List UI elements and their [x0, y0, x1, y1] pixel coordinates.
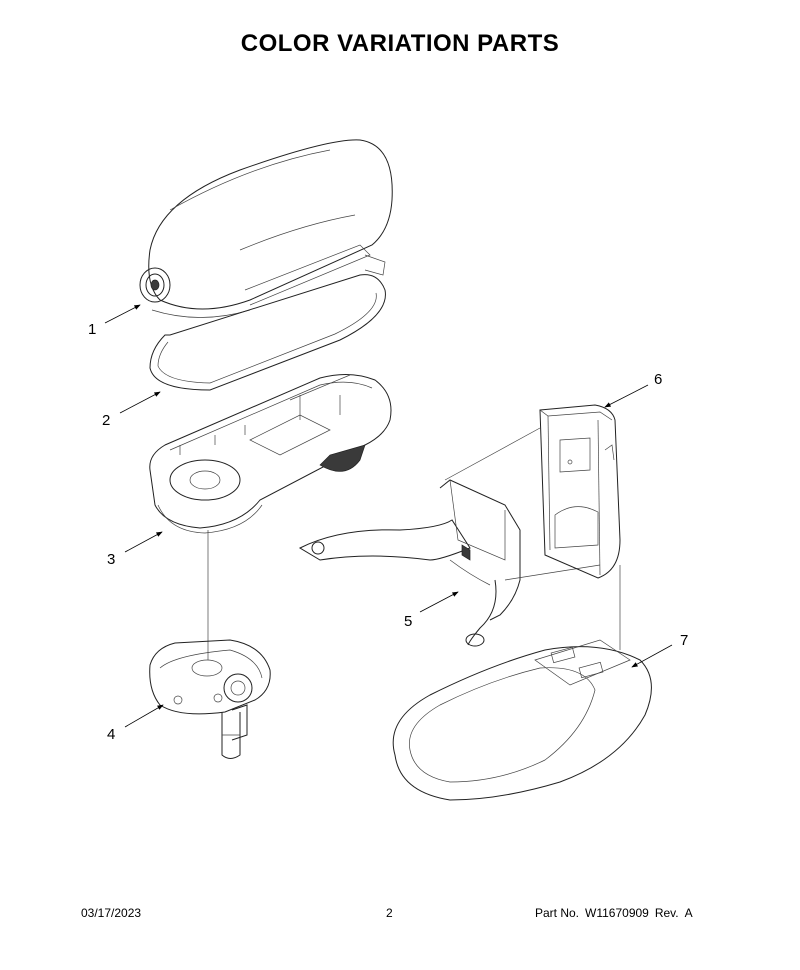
- part-7-base: [392, 639, 652, 801]
- callout-1: 1: [88, 321, 96, 338]
- part-5-bowl-bracket: [298, 479, 521, 647]
- callout-leaders: [104, 304, 673, 728]
- revision-value: A: [684, 906, 693, 920]
- alignment-line-5-6a: [444, 427, 541, 481]
- part-6-column: [539, 404, 621, 579]
- revision-label: Rev.: [654, 906, 679, 920]
- part-3-gear-housing: [149, 374, 392, 534]
- footer-page-number: 2: [386, 906, 393, 920]
- footer-part-info: Part No. W11670909 Rev. A: [535, 906, 699, 920]
- callout-2: 2: [102, 412, 110, 429]
- part-4-gear-plate: [149, 639, 271, 759]
- callout-4: 4: [107, 726, 115, 743]
- alignment-line-5-6b: [504, 564, 601, 581]
- page-title: COLOR VARIATION PARTS: [240, 30, 560, 57]
- callout-3: 3: [107, 551, 115, 568]
- part-1-motor-housing: [139, 139, 393, 318]
- part-number-label: Part No.: [535, 906, 580, 920]
- callout-5: 5: [404, 613, 412, 630]
- part-number-value: W11670909: [585, 906, 649, 920]
- part-2-trim-band: [149, 274, 386, 391]
- footer-date: 03/17/2023: [81, 906, 142, 920]
- callout-6: 6: [654, 371, 662, 388]
- callout-7: 7: [680, 632, 688, 649]
